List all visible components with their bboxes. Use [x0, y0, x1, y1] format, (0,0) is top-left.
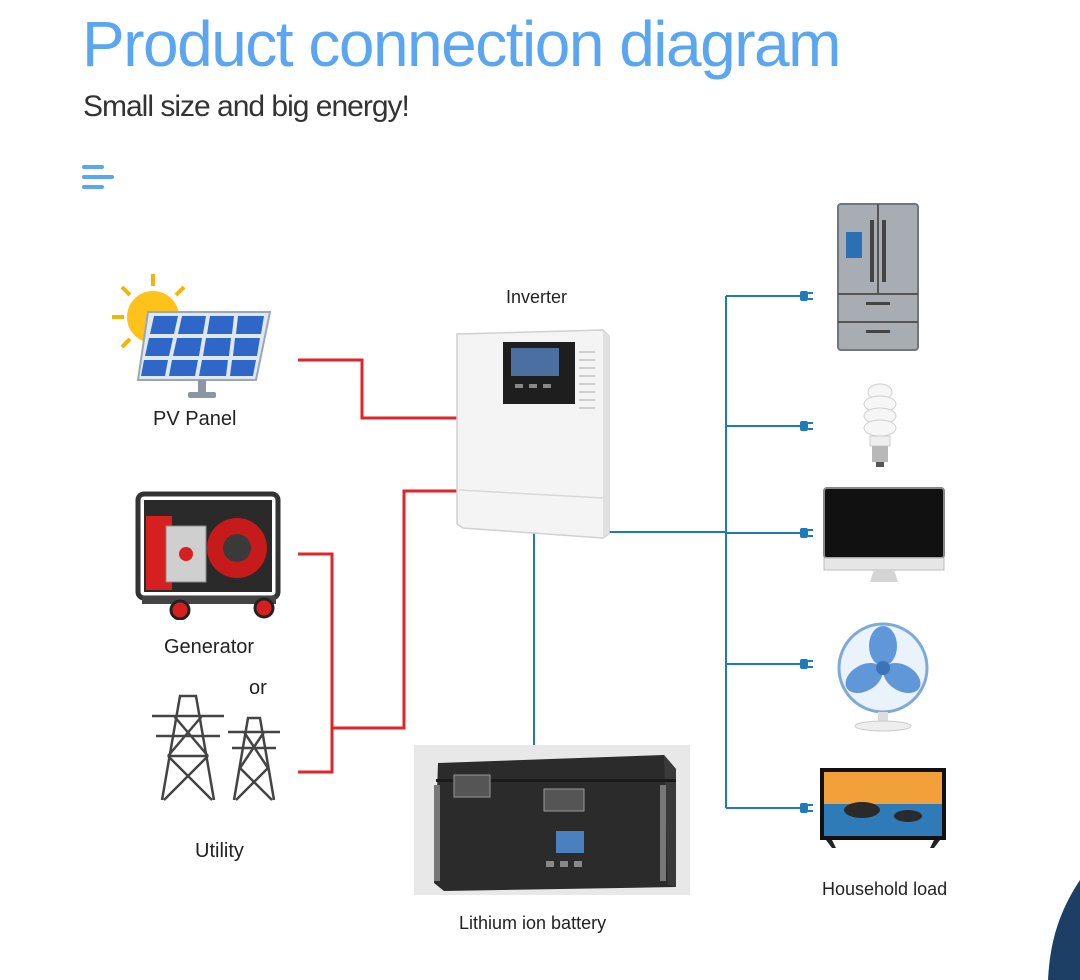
utility-wire: [298, 728, 332, 772]
corner-accent: [1020, 880, 1080, 980]
plug-icon: [800, 659, 813, 669]
battery-label: Lithium ion battery: [459, 913, 606, 934]
source-bus-wire: [298, 491, 462, 728]
fan-icon: [828, 622, 938, 732]
ac-input-wires: [298, 360, 462, 772]
refrigerator-icon: [836, 202, 922, 352]
light-bulb-icon: [860, 382, 900, 468]
television-icon: [818, 766, 948, 850]
pv-wire: [298, 360, 462, 418]
monitor-icon: [822, 486, 946, 586]
plug-icon: [800, 803, 813, 813]
inverter-label: Inverter: [506, 287, 567, 308]
generator-label: Generator: [164, 636, 254, 659]
plug-icon: [800, 528, 813, 538]
plug-icon: [800, 421, 813, 431]
battery-icon: [414, 745, 690, 895]
generator-icon: [132, 486, 282, 620]
solar-panel-icon: [108, 272, 278, 402]
pv-panel-label: PV Panel: [153, 408, 236, 431]
utility-tower-icon: [150, 686, 290, 804]
plug-icon: [800, 291, 813, 301]
inverter-icon: [455, 328, 615, 542]
plug-icons: [800, 291, 813, 813]
utility-label: Utility: [195, 840, 244, 863]
household-load-label: Household load: [822, 879, 947, 900]
